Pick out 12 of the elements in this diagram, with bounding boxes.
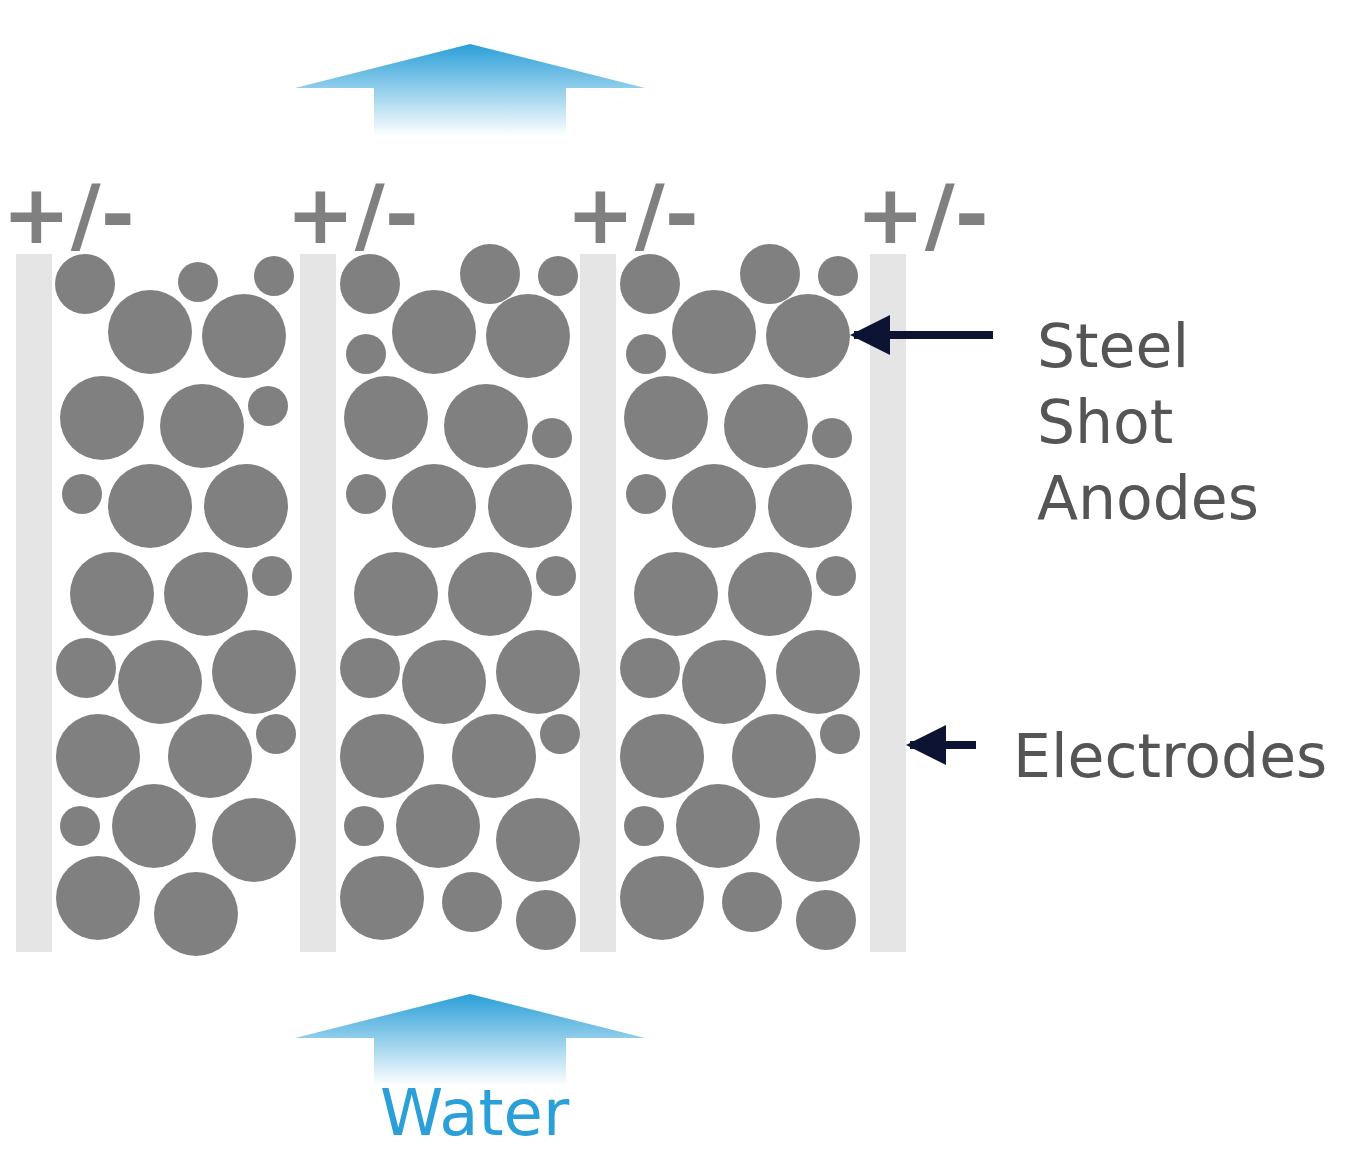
polarity-label: +/- <box>286 170 419 260</box>
anode-label: Steel Shot Anodes <box>1037 308 1297 536</box>
electrode-bar <box>16 254 52 952</box>
polarity-label: +/- <box>566 170 699 260</box>
electrode-bar <box>870 254 906 952</box>
electrode-bar <box>580 254 616 952</box>
steel-shot <box>766 294 850 378</box>
polarity-label: +/- <box>856 170 989 260</box>
electrode-label: Electrodes <box>1013 718 1353 794</box>
polarity-label: +/- <box>2 170 135 260</box>
water-label: Water <box>380 1075 570 1152</box>
electrode-bar <box>300 254 336 952</box>
